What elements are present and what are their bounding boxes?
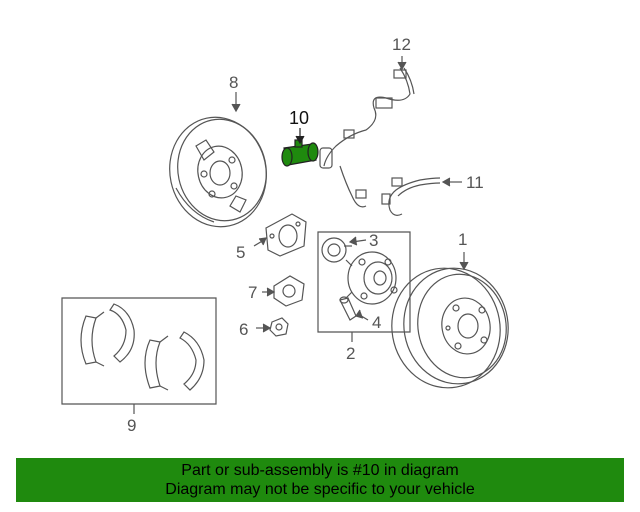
part-6-nut[interactable] [269, 317, 289, 337]
hub-flange [345, 251, 398, 305]
part-9-brake-shoes-box[interactable] [61, 297, 217, 405]
part-8-backing-plate[interactable] [160, 108, 277, 236]
part-2-hub-assembly-box[interactable] [317, 231, 411, 333]
callout-7: 7 [248, 283, 258, 302]
part-7-gasket[interactable] [273, 275, 305, 307]
callout-8: 8 [229, 73, 239, 92]
callout-11: 11 [466, 173, 484, 192]
part-4-hub-bolt[interactable] [339, 296, 357, 321]
callout-4: 4 [372, 313, 382, 332]
callout-12: 12 [392, 35, 411, 54]
part-3-hub-bearing[interactable] [321, 237, 352, 263]
part-5-bracket[interactable] [265, 213, 307, 257]
part-12-abs-sensor-wire[interactable] [319, 67, 415, 208]
part-11-abs-wire[interactable] [381, 177, 441, 216]
info-banner: Part or sub-assembly is #10 in diagram D… [16, 458, 624, 502]
callout-5: 5 [236, 243, 246, 262]
part-10-wheel-cylinder[interactable] [281, 139, 319, 167]
callout-6: 6 [239, 320, 249, 339]
banner-line-1: Part or sub-assembly is #10 in diagram [181, 462, 459, 479]
callout-2: 2 [346, 344, 356, 363]
callout-1: 1 [458, 230, 468, 249]
parts-diagram [61, 56, 517, 414]
part-1-brake-drum[interactable] [382, 260, 517, 397]
callout-9: 9 [127, 416, 137, 435]
callout-3: 3 [369, 231, 379, 250]
callout-10: 10 [289, 108, 310, 128]
banner-line-2: Diagram may not be specific to your vehi… [165, 481, 475, 498]
